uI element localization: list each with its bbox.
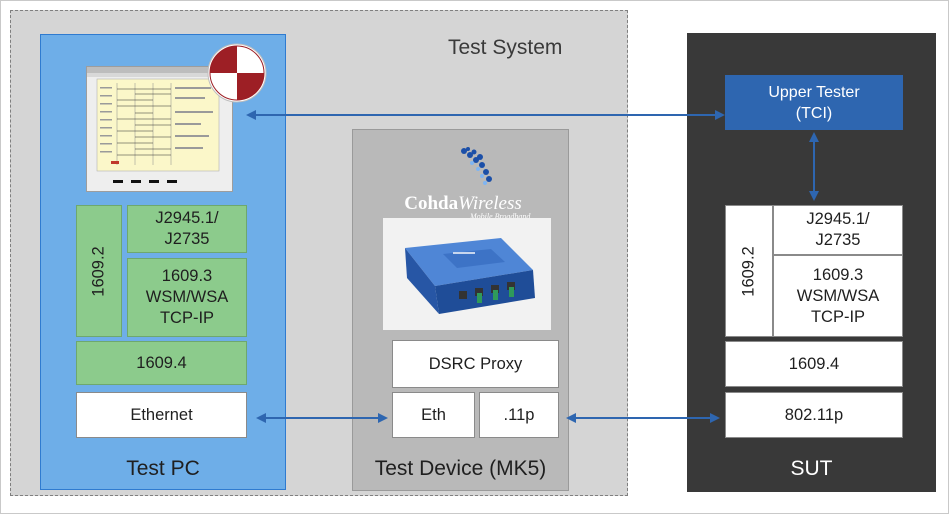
sut-80211p-layer: 802.11p — [725, 392, 903, 438]
mk5-device-image — [383, 218, 551, 330]
cohda-logo-tagline: Mobile Broadband — [470, 212, 531, 221]
test-pc-1609-3-layer: 1609.3 WSM/WSA TCP-IP — [127, 258, 247, 337]
cohda-logo-text: CohdaWireless — [404, 193, 522, 214]
test-system-title: Test System — [448, 36, 563, 59]
eth-box: Eth — [392, 392, 475, 438]
test-pc-label: Test PC — [126, 457, 200, 480]
cohda-signal-icon — [461, 147, 492, 185]
test-device-label: Test Device (MK5) — [374, 457, 547, 480]
test-pc-1609-4-layer: 1609.4 — [76, 341, 247, 385]
test-pc-ieee-1609-2-layer: 1609.2 — [76, 205, 122, 337]
test-pc-j2945-layer: J2945.1/ J2735 — [127, 205, 247, 253]
upper-tester-box: Upper Tester (TCI) — [725, 75, 903, 130]
sut-1609-3-layer: 1609.3 WSM/WSA TCP-IP — [773, 255, 903, 337]
dsrc-proxy-box: DSRC Proxy — [392, 340, 559, 388]
test-pc-ethernet-layer: Ethernet — [76, 392, 247, 438]
sut-1609-4-layer: 1609.4 — [725, 341, 903, 387]
dot11p-box: .11p — [479, 392, 559, 438]
sut-ieee-1609-2-layer: 1609.2 — [725, 205, 773, 337]
sut-label: SUT — [790, 457, 833, 480]
logo-badge-icon — [207, 43, 267, 103]
protocol-trace-window-icon — [86, 66, 233, 192]
sut-j2945-layer: J2945.1/ J2735 — [773, 205, 903, 255]
